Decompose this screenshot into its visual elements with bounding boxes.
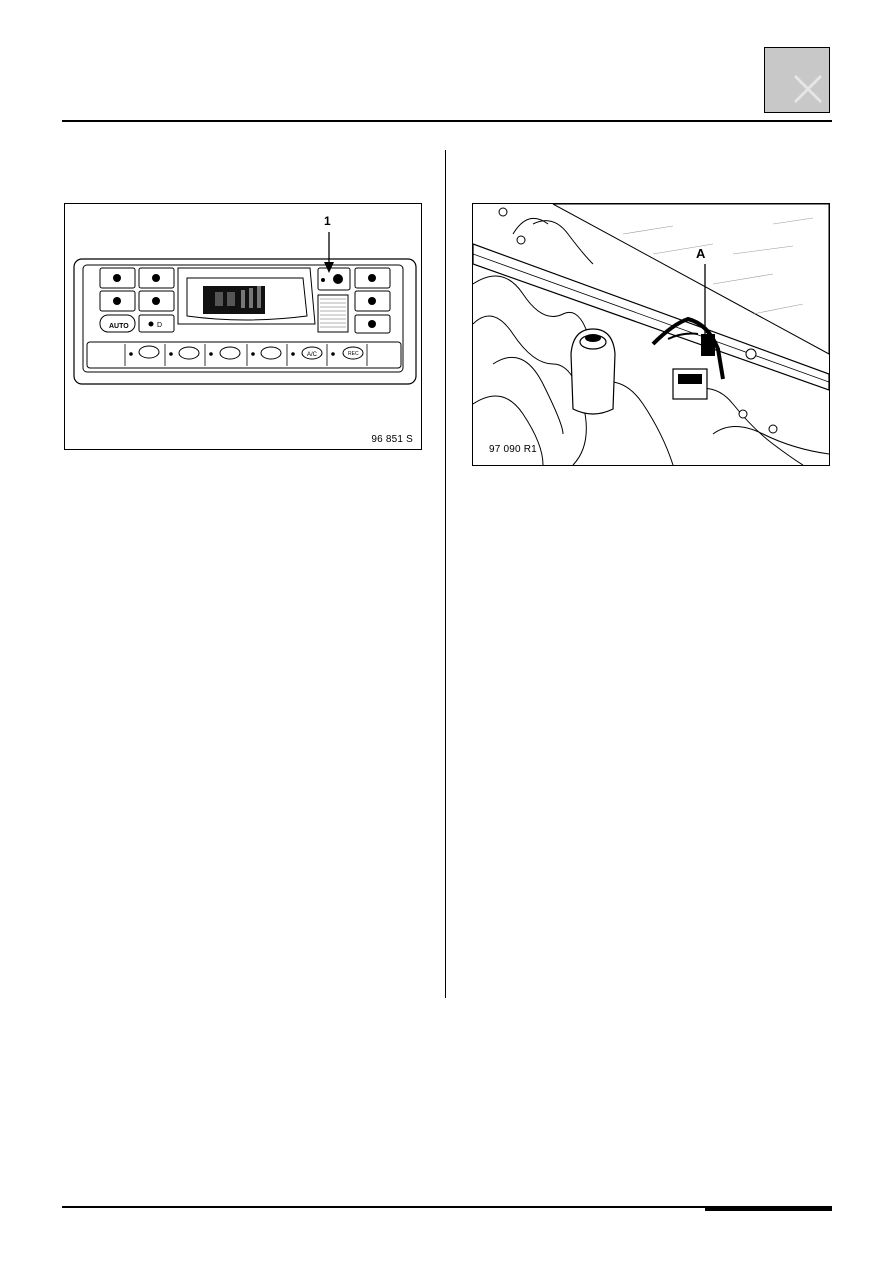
cross-tab-icon xyxy=(793,74,823,104)
section-tab xyxy=(764,47,830,113)
figure-climate-panel: AUTO D xyxy=(64,203,422,450)
climate-panel-drawing: AUTO D xyxy=(73,232,417,385)
engine-bay-drawing xyxy=(472,203,830,466)
svg-text:A/C: A/C xyxy=(307,352,318,358)
figure-code: 96 851 S xyxy=(371,434,413,445)
svg-text:AUTO: AUTO xyxy=(109,323,129,330)
figure-engine-bay: A 97 090 R1 xyxy=(472,203,830,466)
callout-label: A xyxy=(696,246,706,261)
footer-rule xyxy=(62,1206,832,1208)
svg-text:D: D xyxy=(157,322,162,329)
footer-rule-accent xyxy=(705,1207,832,1211)
header-rule xyxy=(62,120,832,122)
svg-text:REC: REC xyxy=(348,351,359,357)
callout-label: 1 xyxy=(324,214,331,228)
column-divider xyxy=(445,150,446,998)
figure-code: 97 090 R1 xyxy=(489,444,537,455)
